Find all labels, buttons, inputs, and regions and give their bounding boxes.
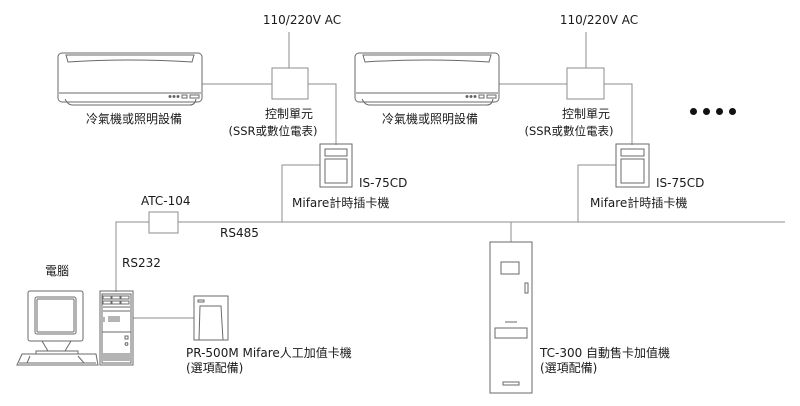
ctrl1-to-reader1-line xyxy=(308,83,337,145)
ctrl2-to-reader2-line xyxy=(604,83,633,145)
air-conditioner-1 xyxy=(57,52,203,106)
computer xyxy=(16,290,134,366)
control-unit-title-1: 控制單元 xyxy=(264,107,314,121)
control-unit-sub-2: (SSR或數位電表) xyxy=(524,124,614,138)
pr-500m-device xyxy=(193,295,229,341)
air-conditioner-2 xyxy=(354,52,500,106)
card-reader-2 xyxy=(615,143,650,188)
serial-label: RS232 xyxy=(122,256,161,270)
kiosk-note: (選項配備) xyxy=(540,361,598,375)
reader2-to-bus-line xyxy=(577,164,616,222)
control-unit-1 xyxy=(271,67,309,100)
monitor xyxy=(27,290,84,355)
reader1-to-bus-line xyxy=(281,164,320,222)
appliance-label-1: 冷氣機或照明設備 xyxy=(85,112,183,126)
card-reader-model-1: IS-75CD xyxy=(359,176,408,190)
tc-300-kiosk xyxy=(489,241,533,394)
card-reader-name-2: Mifare計時插卡機 xyxy=(590,196,688,210)
card-reader-name-1: Mifare計時插卡機 xyxy=(292,196,390,210)
converter-label: ATC-104 xyxy=(141,194,191,208)
control-unit-title-2: 控制單元 xyxy=(561,107,611,121)
control-unit-2 xyxy=(566,67,605,100)
appliance-label-2: 冷氣機或照明設備 xyxy=(381,112,479,126)
card-reader-1 xyxy=(319,143,353,188)
dot-icon xyxy=(729,108,736,115)
atc-104-converter xyxy=(148,211,179,234)
control-unit-sub-1: (SSR或數位電表) xyxy=(228,124,318,138)
connections xyxy=(115,32,785,319)
power-label-2: 110/220V AC xyxy=(559,13,639,27)
card-reader-model-2: IS-75CD xyxy=(656,176,705,190)
manual-topup-label: PR-500M Mifare人工加值卡機 xyxy=(186,346,352,360)
dot-icon xyxy=(716,108,723,115)
manual-topup-note: (選項配備) xyxy=(186,361,244,375)
bus-label: RS485 xyxy=(220,226,259,240)
dot-icon xyxy=(703,108,710,115)
kiosk-label: TC-300 自動售卡加值機 xyxy=(540,346,671,360)
computer-label: 電腦 xyxy=(45,264,70,278)
rs232-line xyxy=(115,221,149,292)
dot-icon xyxy=(690,108,697,115)
power-label-1: 110/220V AC xyxy=(262,13,342,27)
keyboard xyxy=(16,353,99,366)
continuation-ellipsis-icon xyxy=(690,108,736,115)
tower xyxy=(99,290,134,366)
